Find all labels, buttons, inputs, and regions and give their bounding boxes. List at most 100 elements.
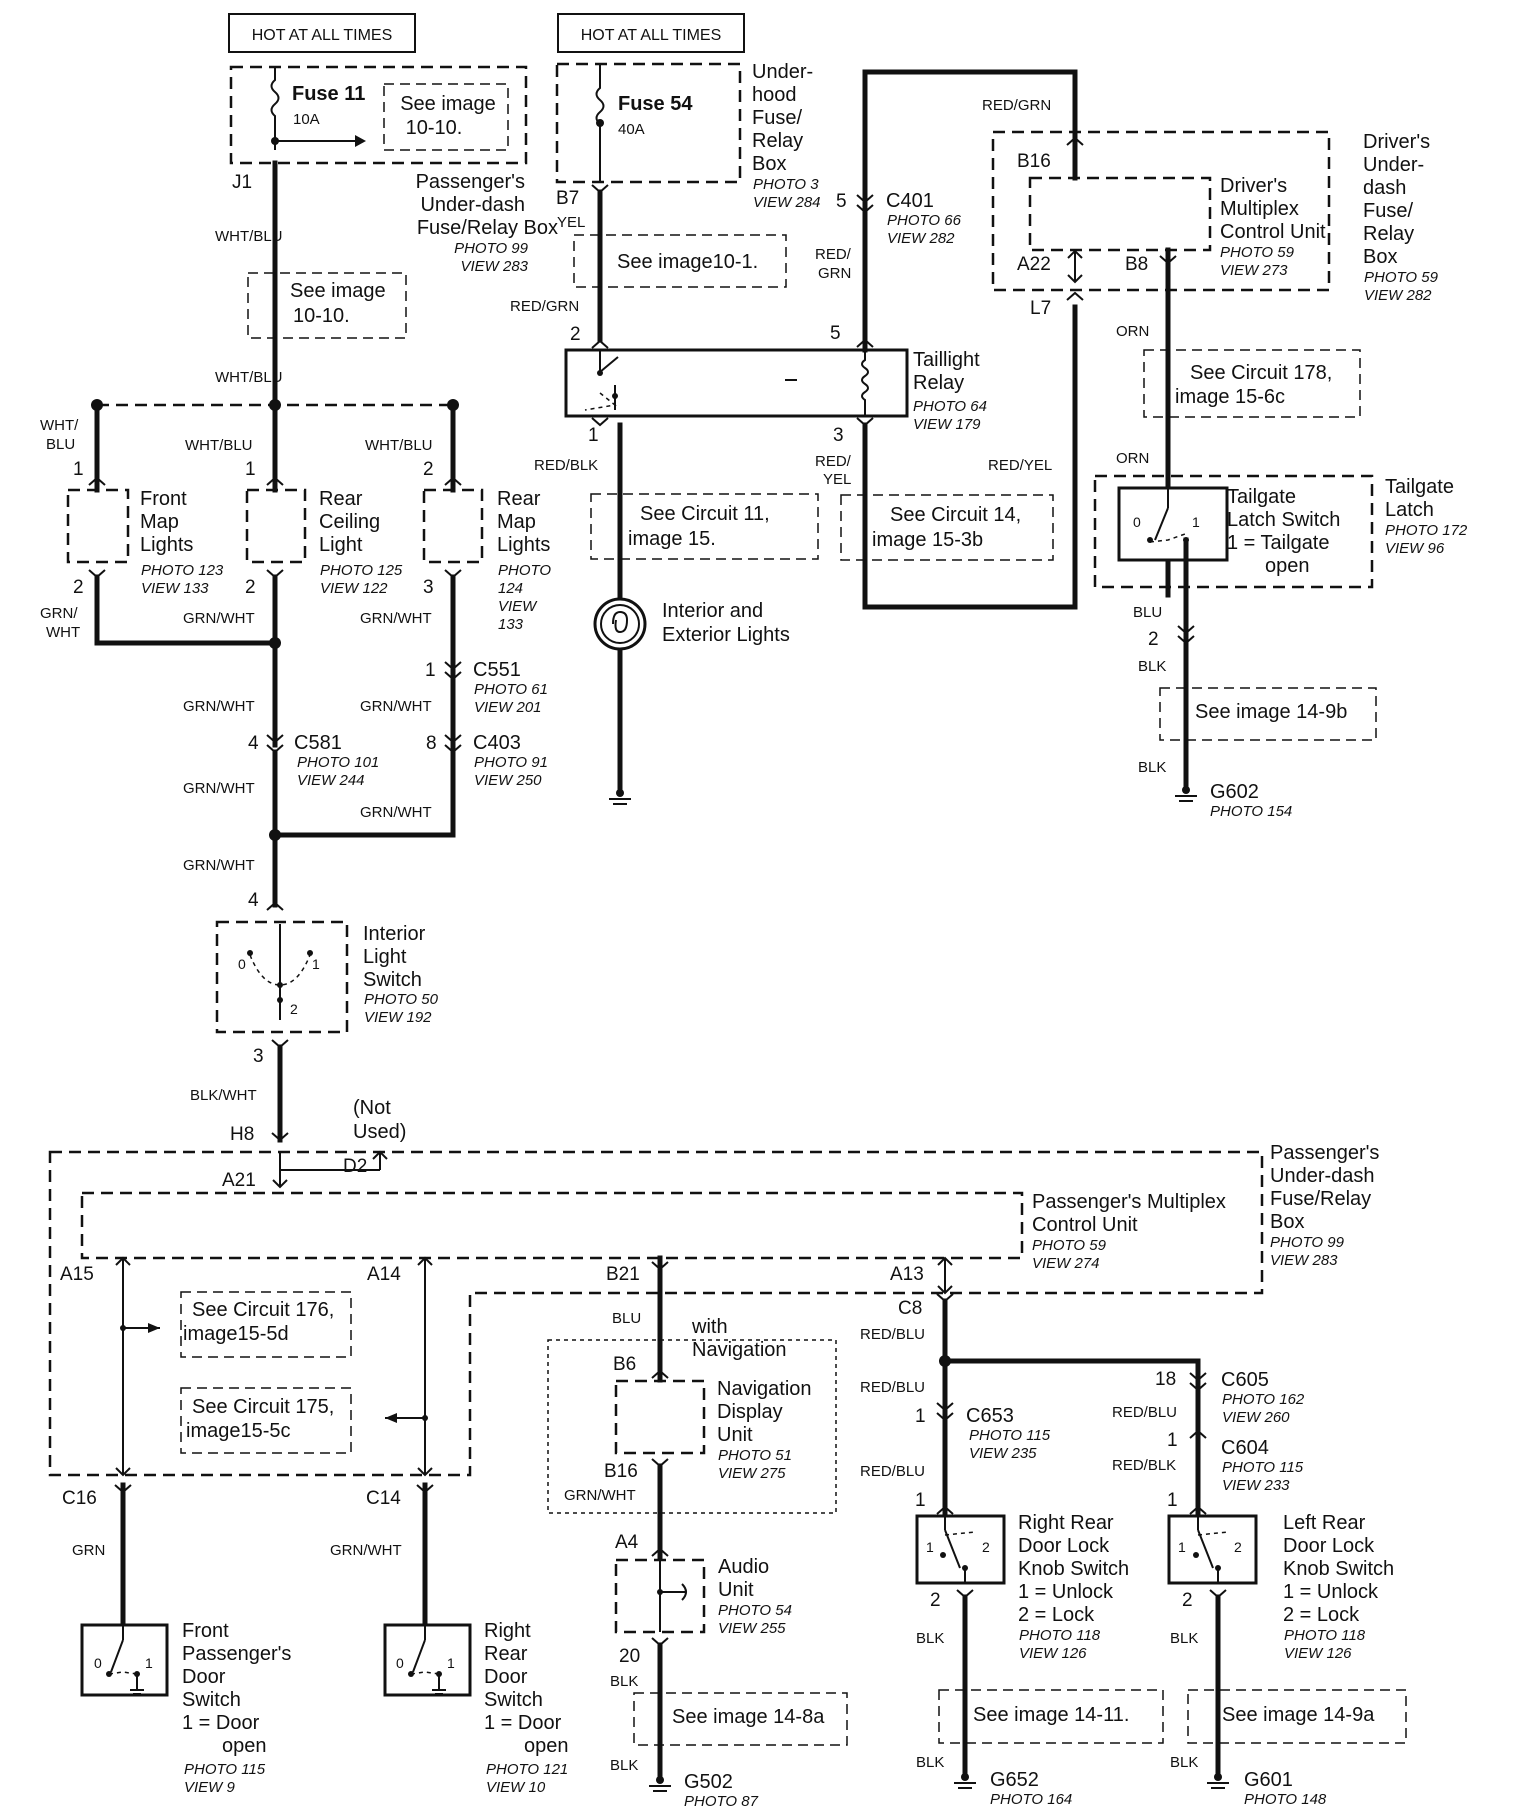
svg-text:Lights: Lights: [140, 534, 193, 556]
fuse-54-label: Fuse 54: [618, 93, 693, 115]
svg-text:PHOTO 125: PHOTO 125: [320, 562, 403, 579]
svg-text:133: 133: [498, 616, 524, 633]
connector-c403: C403: [473, 732, 521, 754]
ground-g502: G502: [684, 1771, 733, 1793]
svg-text:PHOTO 101: PHOTO 101: [297, 754, 379, 771]
svg-text:1: 1: [1167, 1490, 1178, 1511]
navigation-option-outline: [547, 1339, 837, 1514]
svg-text:VIEW 233: VIEW 233: [1222, 1477, 1290, 1494]
svg-text:5: 5: [836, 191, 847, 212]
svg-text:Light: Light: [319, 534, 363, 556]
svg-text:Latch: Latch: [1385, 499, 1434, 521]
see-image-fuse11: See image: [400, 93, 496, 115]
svg-text:GRN: GRN: [818, 265, 851, 282]
see-circuit-178: See Circuit 178,: [1190, 362, 1332, 384]
svg-text:A4: A4: [615, 1532, 639, 1553]
svg-text:WHT/BLU: WHT/BLU: [185, 437, 253, 454]
svg-text:Switch: Switch: [363, 969, 422, 991]
svg-text:PHOTO 87: PHOTO 87: [684, 1793, 759, 1810]
svg-text:C8: C8: [898, 1298, 922, 1319]
svg-text:2: 2: [1234, 1539, 1242, 1555]
svg-text:RED/: RED/: [815, 246, 852, 263]
svg-text:B8: B8: [1125, 254, 1148, 275]
svg-text:PHOTO 115: PHOTO 115: [969, 1427, 1051, 1444]
svg-text:VIEW 282: VIEW 282: [1364, 287, 1432, 304]
svg-text:VIEW 122: VIEW 122: [320, 580, 388, 597]
svg-text:YEL: YEL: [823, 471, 851, 488]
front-map-lights-label: Front: [140, 488, 187, 510]
see-image-10-10: See image: [290, 280, 386, 302]
svg-text:RED/YEL: RED/YEL: [988, 457, 1052, 474]
svg-text:PHOTO 154: PHOTO 154: [1210, 803, 1292, 820]
svg-text:RED/: RED/: [815, 453, 852, 470]
see-image-14-8a: See image 14-8a: [672, 1706, 825, 1728]
svg-text:Passenger's: Passenger's: [182, 1643, 291, 1665]
audio-unit-label: Audio: [718, 1556, 769, 1578]
svg-text:PHOTO 51: PHOTO 51: [718, 1447, 792, 1464]
svg-text:GRN/WHT: GRN/WHT: [183, 698, 255, 715]
svg-text:Box: Box: [1363, 246, 1397, 268]
svg-text:1: 1: [915, 1490, 926, 1511]
connector-c551: C551: [473, 659, 521, 681]
svg-text:A13: A13: [890, 1264, 924, 1285]
svg-text:A22: A22: [1017, 254, 1051, 275]
svg-text:0: 0: [238, 956, 246, 972]
svg-text:2: 2: [245, 577, 256, 598]
svg-text:0: 0: [94, 1655, 102, 1671]
svg-text:1: 1: [915, 1406, 926, 1427]
svg-text:PHOTO 172: PHOTO 172: [1385, 522, 1468, 539]
svg-text:image15-5d: image15-5d: [183, 1323, 289, 1345]
svg-text:Latch Switch: Latch Switch: [1227, 509, 1340, 531]
svg-text:1 = Door: 1 = Door: [484, 1712, 562, 1734]
svg-text:1: 1: [926, 1539, 934, 1555]
svg-text:C16: C16: [62, 1488, 97, 1509]
svg-text:0: 0: [396, 1655, 404, 1671]
svg-text:C14: C14: [366, 1488, 401, 1509]
svg-text:BLK: BLK: [916, 1630, 944, 1647]
drivers-fuse-box-label: Driver's: [1363, 131, 1430, 153]
with-navigation-label: with: [691, 1316, 728, 1338]
svg-text:1 = Tailgate: 1 = Tailgate: [1227, 532, 1330, 554]
svg-text:2: 2: [290, 1001, 298, 1017]
svg-text:PHOTO 115: PHOTO 115: [184, 1761, 266, 1778]
svg-text:BLK: BLK: [1170, 1754, 1198, 1771]
svg-text:GRN/WHT: GRN/WHT: [183, 610, 255, 627]
connector-c604: C604: [1221, 1437, 1269, 1459]
svg-text:RED/BLK: RED/BLK: [534, 457, 598, 474]
svg-text:1: 1: [1178, 1539, 1186, 1555]
pin-h8: H8: [230, 1124, 254, 1145]
svg-text:BLK: BLK: [916, 1754, 944, 1771]
svg-text:3: 3: [253, 1046, 264, 1067]
svg-text:PHOTO 99: PHOTO 99: [454, 240, 529, 257]
svg-text:VIEW 192: VIEW 192: [364, 1009, 432, 1026]
svg-text:Fuse/Relay Box: Fuse/Relay Box: [417, 217, 558, 239]
svg-text:2 = Lock: 2 = Lock: [1018, 1604, 1095, 1626]
svg-text:1: 1: [1167, 1430, 1178, 1451]
right-rear-door-switch-label: Right: [484, 1620, 531, 1642]
passenger-multiplex-control-unit: [80, 1191, 1024, 1260]
svg-text:Under-dash: Under-dash: [420, 194, 525, 216]
svg-text:PHOTO 59: PHOTO 59: [1364, 269, 1439, 286]
svg-text:Unit: Unit: [717, 1424, 753, 1446]
see-circuit-11: See Circuit 11,: [640, 503, 770, 525]
svg-text:VIEW 275: VIEW 275: [718, 1465, 786, 1482]
svg-text:VIEW 96: VIEW 96: [1385, 540, 1445, 557]
svg-text:1 = Unlock: 1 = Unlock: [1283, 1581, 1379, 1603]
svg-text:GRN/WHT: GRN/WHT: [360, 698, 432, 715]
fuse-11-label: Fuse 11: [292, 83, 365, 105]
svg-text:PHOTO: PHOTO: [498, 562, 551, 579]
svg-text:YEL: YEL: [557, 214, 585, 231]
svg-text:PHOTO 164: PHOTO 164: [990, 1791, 1072, 1808]
svg-text:Map: Map: [140, 511, 179, 533]
svg-text:VIEW 126: VIEW 126: [1019, 1645, 1087, 1662]
svg-text:BLU: BLU: [46, 436, 75, 453]
svg-text:Exterior Lights: Exterior Lights: [662, 624, 790, 646]
svg-text:Door: Door: [182, 1666, 226, 1688]
svg-text:Relay: Relay: [752, 130, 803, 152]
svg-text:PHOTO 118: PHOTO 118: [1019, 1627, 1101, 1644]
interior-light-switch-label: Interior: [363, 923, 426, 945]
svg-text:image15-5c: image15-5c: [186, 1420, 291, 1442]
see-circuit-14: See Circuit 14,: [890, 504, 1021, 526]
svg-text:PHOTO 162: PHOTO 162: [1222, 1391, 1305, 1408]
pin-b16-driver: B16: [1017, 151, 1051, 172]
